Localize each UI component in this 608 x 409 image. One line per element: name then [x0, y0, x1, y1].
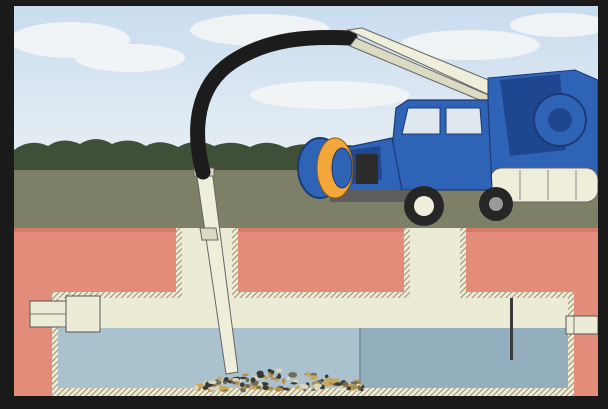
debris-chunk: [343, 382, 349, 387]
debris-chunk: [313, 384, 322, 389]
debris-chunk: [271, 370, 275, 374]
debris-chunk: [219, 376, 222, 381]
debris-chunk: [258, 373, 262, 378]
debris-chunk: [236, 382, 239, 384]
debris-chunk: [262, 386, 268, 391]
debris-chunk: [295, 386, 300, 390]
debris-chunk: [311, 389, 315, 391]
debris-chunk: [301, 384, 309, 389]
outlet-pipe: [566, 316, 598, 334]
debris-chunk: [249, 387, 256, 390]
debris-chunk: [291, 382, 298, 384]
debris-chunk: [288, 372, 297, 378]
debris-chunk: [310, 375, 317, 380]
debris-chunk: [232, 378, 239, 382]
debris-chunk: [242, 374, 249, 377]
debris-chunk: [246, 378, 249, 383]
debris-chunk: [282, 378, 286, 384]
debris-chunk: [325, 378, 333, 383]
debris-chunk: [271, 378, 278, 380]
debris-chunk: [194, 385, 199, 390]
debris-chunk: [277, 373, 281, 379]
debris-chunk: [306, 372, 310, 377]
debris-chunk: [243, 386, 247, 389]
debris-chunk: [240, 380, 243, 383]
debris-chunk: [334, 382, 342, 386]
debris-chunk: [228, 380, 232, 383]
debris-chunk: [347, 386, 351, 390]
debris-chunk: [340, 385, 343, 390]
debris-chunk: [251, 377, 256, 382]
debris-chunk: [219, 386, 227, 391]
debris-chunk: [358, 385, 361, 390]
debris-chunk: [224, 377, 229, 382]
debris-chunk: [275, 368, 282, 372]
debris-chunk: [275, 387, 281, 392]
debris-chunk: [208, 380, 217, 384]
debris-chunk: [287, 377, 291, 381]
debris-chunk: [240, 377, 247, 379]
debris-chunk: [256, 386, 261, 389]
debris-chunk: [264, 376, 269, 380]
inlet-pipe: [30, 296, 100, 332]
debris-chunk: [283, 388, 289, 391]
